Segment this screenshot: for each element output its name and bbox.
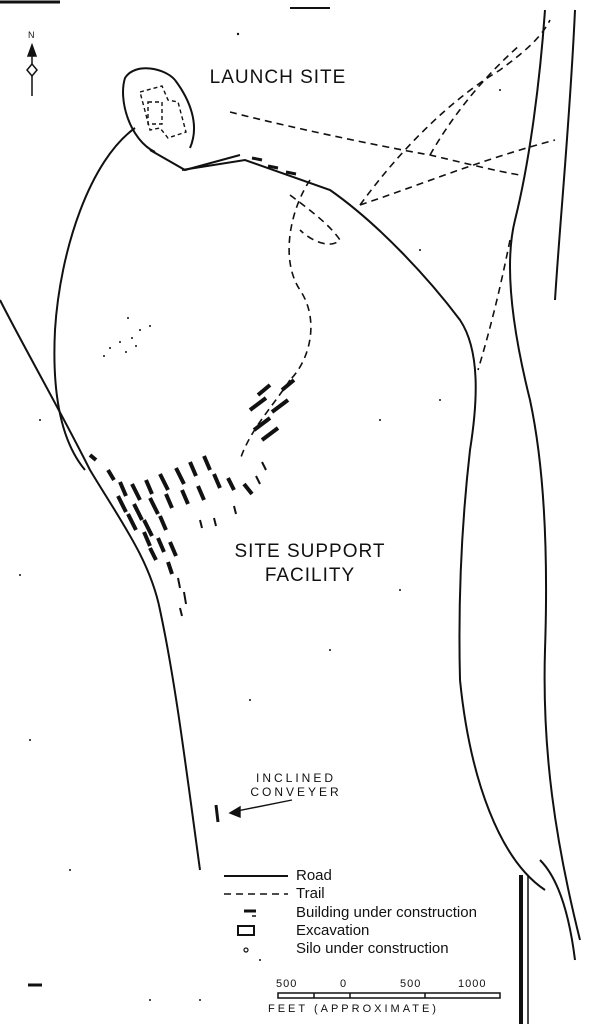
trail-east-vert xyxy=(477,239,511,371)
conveyer-label: INCLINED CONVEYER xyxy=(226,771,366,799)
road-west-loop xyxy=(53,127,136,471)
trail-east-west xyxy=(229,111,521,176)
scale-tick-2: 500 xyxy=(400,978,422,990)
border-fragments xyxy=(0,0,330,9)
legend-excavation-text: Excavation xyxy=(296,922,370,939)
conveyer-arrow-icon xyxy=(228,799,293,819)
conveyer-line2: CONVEYER xyxy=(250,785,342,799)
scale-tick-3: 1000 xyxy=(458,978,487,990)
trail-north-east-2 xyxy=(429,44,521,156)
north-arrow-icon xyxy=(26,42,38,96)
scale-tick-0: 500 xyxy=(276,978,298,990)
launch-site-label: LAUNCH SITE xyxy=(209,67,347,88)
road-se-spur xyxy=(539,859,576,961)
roads xyxy=(0,9,581,961)
buildings-under-construction xyxy=(88,378,296,575)
dot-cluster xyxy=(103,317,151,357)
trail-swatch-icon xyxy=(224,893,288,895)
excavation-swatch-icon xyxy=(237,925,255,936)
road-launch-pad xyxy=(149,149,241,172)
legend-road-text: Road xyxy=(296,867,332,884)
legend-silo-text: Silo under construction xyxy=(296,940,449,957)
road-to-east xyxy=(181,158,477,681)
road-east-main xyxy=(509,9,581,941)
trail-diagonal xyxy=(359,139,556,206)
road-east-edge xyxy=(554,9,576,301)
road-lower-south xyxy=(459,679,546,891)
legend-excavation: Excavation xyxy=(222,922,552,940)
legend-trail: Trail xyxy=(222,885,552,903)
legend-building: Building under construction xyxy=(222,904,552,922)
legend-road: Road xyxy=(222,867,552,885)
trail-central xyxy=(288,179,312,381)
scale-tick-1: 0 xyxy=(340,978,348,990)
specks xyxy=(19,32,501,1001)
legend-building-text: Building under construction xyxy=(296,904,477,921)
north-label: N xyxy=(28,30,35,40)
site-support-line2: FACILITY xyxy=(264,565,356,586)
legend-trail-text: Trail xyxy=(296,885,325,902)
scale-caption: FEET (APPROXIMATE) xyxy=(268,1003,439,1015)
conveyer-line1: INCLINED xyxy=(255,771,336,785)
road-main-west xyxy=(0,299,201,871)
road-swatch-icon xyxy=(224,875,288,877)
road-launch-loop xyxy=(122,67,176,153)
launch-building xyxy=(139,85,187,139)
site-support-line1: SITE SUPPORT xyxy=(234,541,386,562)
legend-side-bars xyxy=(519,875,529,1024)
trail-loop-small xyxy=(289,194,342,245)
legend-silo: Silo under construction xyxy=(222,940,552,958)
scale-bar xyxy=(277,992,501,999)
inclined-conveyer-mark xyxy=(214,804,220,823)
building-swatch-icon xyxy=(244,909,256,917)
launch-marks xyxy=(251,156,297,176)
road-launch-inner xyxy=(174,79,195,149)
trail-north-east xyxy=(359,19,551,206)
silos-under-construction xyxy=(177,461,267,617)
silo-swatch-icon xyxy=(243,947,249,953)
trails xyxy=(229,19,556,461)
site-support-label: SITE SUPPORT FACILITY xyxy=(210,540,410,588)
trail-south xyxy=(239,379,291,461)
